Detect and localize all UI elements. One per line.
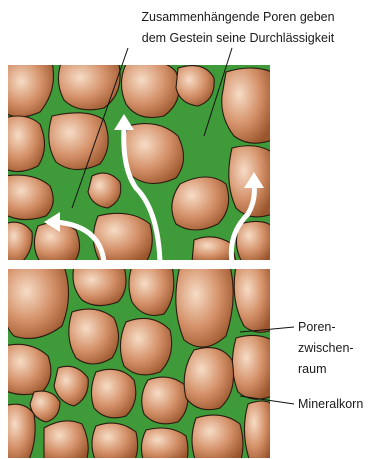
pore-label-line-3: raum — [298, 362, 326, 376]
mineral-grain — [142, 377, 188, 424]
mineral-grain — [4, 116, 45, 172]
pore-label-line-2: zwischen- — [298, 341, 354, 355]
caption-line-2: dem Gestein seine Durchlässigkeit — [142, 31, 335, 45]
mineral-grain — [172, 177, 229, 230]
mineral-grain — [4, 266, 69, 338]
mineral-grain — [58, 60, 120, 110]
mineral-grain — [141, 428, 188, 459]
top-panel — [4, 60, 272, 262]
mineral-grain — [192, 415, 243, 459]
mineral-grain — [184, 348, 233, 410]
mineral-grain — [124, 124, 184, 184]
mineral-grain — [176, 266, 233, 347]
mineral-grain — [236, 221, 272, 262]
mineral-grain — [4, 404, 35, 459]
mineral-grain — [91, 369, 135, 417]
caption-line-1: Zusammenhängende Poren geben — [141, 10, 334, 24]
mineral-grain — [232, 335, 272, 399]
mineral-grain — [92, 423, 138, 459]
grain-label: Mineralkorn — [298, 397, 363, 411]
mineral-grain — [120, 318, 171, 374]
mineral-grain — [121, 60, 179, 118]
pore-label-line-1: Poren- — [298, 320, 336, 334]
mineral-grain — [244, 401, 272, 459]
mineral-grain — [49, 113, 108, 170]
mineral-grain — [69, 309, 119, 364]
mineral-grain — [44, 421, 88, 459]
bottom-panel — [4, 266, 272, 459]
